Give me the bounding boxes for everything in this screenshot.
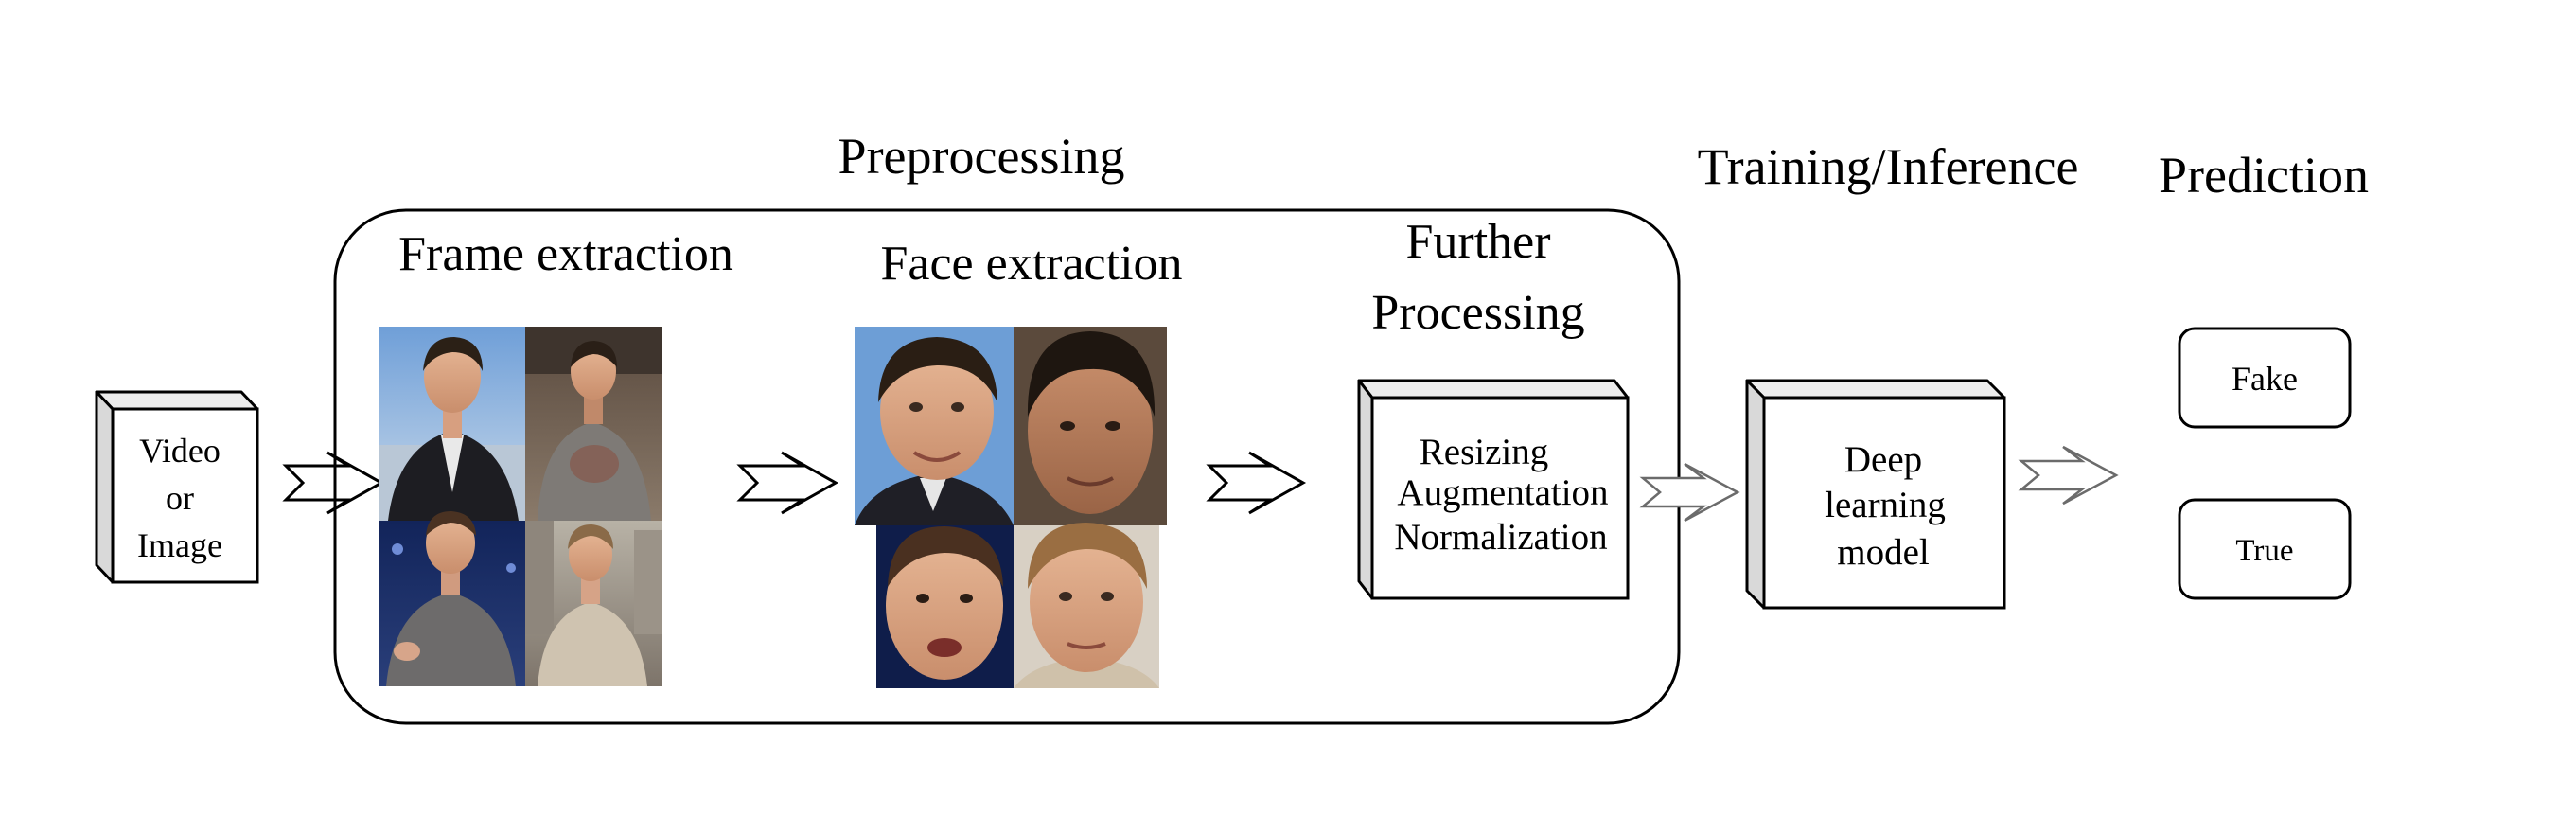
further-processing-label-1: Further <box>1405 215 1550 269</box>
arrow-processing-to-model <box>1639 462 1740 523</box>
further-processing-label-2: Processing <box>1371 286 1584 340</box>
prediction-fake-box <box>2178 327 2352 429</box>
face-extraction-images <box>855 327 1167 688</box>
processing-step-resizing: Resizing <box>1420 432 1548 472</box>
model-label-deep: Deep <box>1844 439 1922 480</box>
preprocessing-group <box>333 208 1681 725</box>
prediction-title: Prediction <box>2159 147 2369 204</box>
arrow-frames-to-faces <box>736 451 839 515</box>
input-box <box>95 390 259 584</box>
prediction-true-box <box>2178 498 2352 600</box>
model-label-learning: learning <box>1825 485 1946 525</box>
input-label-video: Video <box>139 432 221 470</box>
model-box <box>1745 379 2006 610</box>
model-label-model: model <box>1837 532 1930 573</box>
frame-image-2 <box>525 327 662 521</box>
face-image-4 <box>1014 523 1159 688</box>
input-label-or: or <box>166 479 194 517</box>
arrow-model-to-prediction <box>2018 445 2119 506</box>
arrow-faces-to-processing <box>1206 451 1307 515</box>
frame-image-4 <box>525 521 662 686</box>
face-image-3 <box>876 525 1014 688</box>
frame-extraction-label: Frame extraction <box>398 227 733 281</box>
processing-box <box>1357 379 1630 600</box>
processing-step-augmentation: Augmentation <box>1397 472 1608 513</box>
frame-image-1 <box>379 327 525 521</box>
preprocessing-title: Preprocessing <box>838 128 1125 185</box>
face-extraction-label: Face extraction <box>880 237 1182 291</box>
input-label-image: Image <box>137 526 222 564</box>
face-image-1 <box>855 327 1014 525</box>
face-image-2 <box>1014 327 1167 525</box>
frame-image-3 <box>379 511 525 686</box>
prediction-true-label: True <box>2235 534 2293 568</box>
frame-extraction-images <box>379 327 662 686</box>
processing-step-normalization: Normalization <box>1394 517 1607 558</box>
prediction-fake-label: Fake <box>2232 360 2298 398</box>
training-title: Training/Inference <box>1698 138 2079 195</box>
